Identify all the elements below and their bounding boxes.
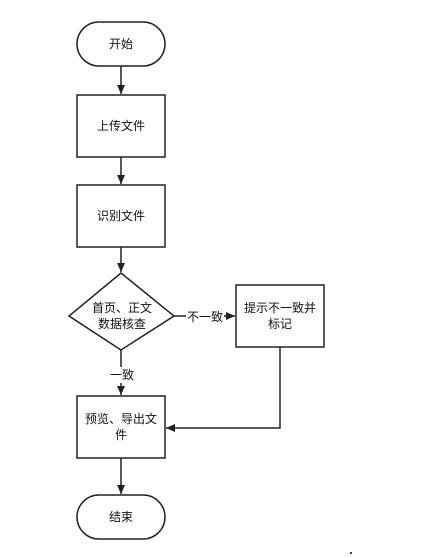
end-terminal-shape <box>76 494 166 540</box>
upload-label: 上传文件 <box>96 119 145 133</box>
preview-label: 预览、导出文件 <box>84 412 157 442</box>
start-label: 开始 <box>108 37 133 51</box>
upload-process-shape <box>76 94 166 158</box>
edge-label-mismatch: 不一致 <box>186 309 225 325</box>
edge-prompt-preview <box>166 347 281 432</box>
identify-label: 识别文件 <box>96 209 145 223</box>
end-label: 结束 <box>108 510 133 524</box>
prompt-label: 提示不一致并标记 <box>243 301 316 331</box>
preview-process-shape <box>76 395 166 459</box>
prompt-process-shape <box>235 284 325 348</box>
stray-dot <box>350 552 352 554</box>
edge-label-match: 一致 <box>109 367 136 383</box>
check-label: 首页、正文数据核查 <box>91 301 152 331</box>
identify-process-shape <box>76 184 166 248</box>
